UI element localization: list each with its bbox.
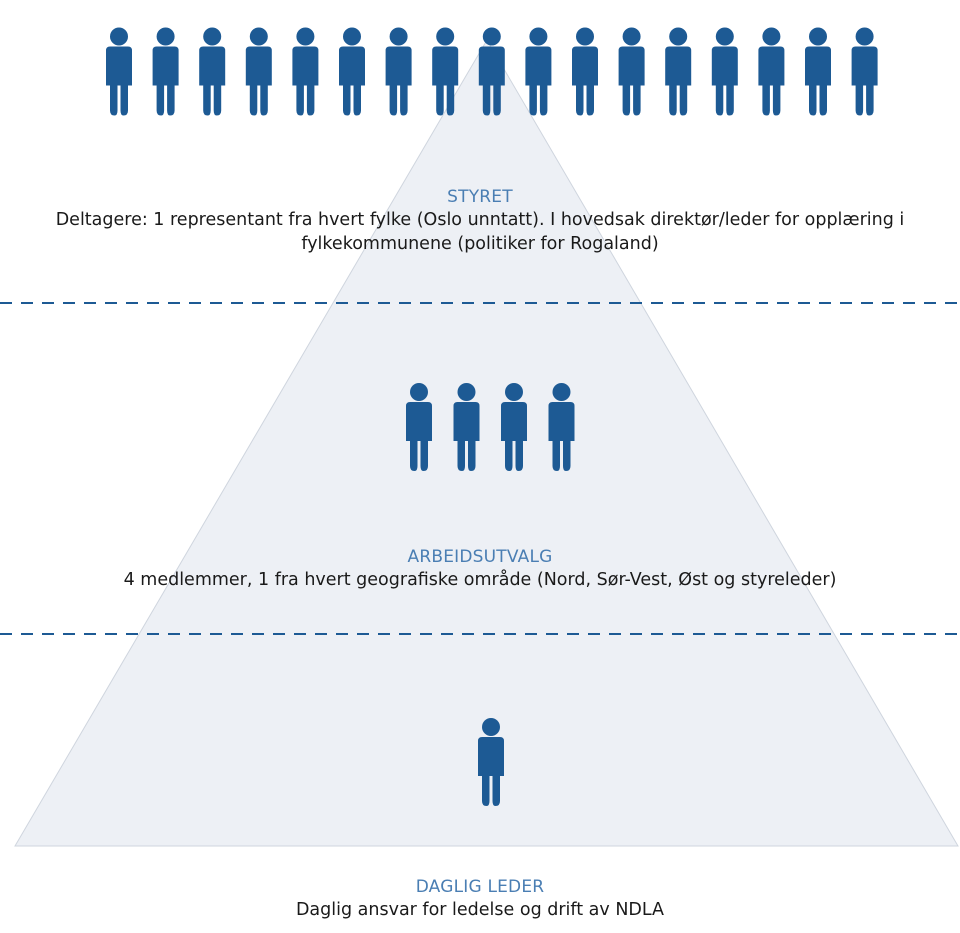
- styret-description: Deltagere: 1 representant fra hvert fylk…: [55, 209, 905, 254]
- person-icon: [525, 27, 552, 116]
- person-icon: [711, 27, 738, 116]
- arbeidsutvalg-description: 4 medlemmer, 1 fra hvert geografiske omr…: [123, 569, 837, 590]
- person-icon: [665, 27, 692, 116]
- person-icon: [758, 27, 785, 116]
- person-icon: [152, 27, 179, 116]
- person-icon: [106, 27, 132, 116]
- person-icon: [618, 27, 645, 116]
- person-icon: [805, 27, 831, 116]
- arbeidsutvalg-title: ARBEIDSUTVALG: [407, 547, 553, 567]
- person-icon: [245, 27, 272, 116]
- arbeidsutvalg-section: ARBEIDSUTVALG 4 medlemmer, 1 fra hvert g…: [0, 546, 960, 593]
- daglig-leder-description: Daglig ansvar for ledelse og drift av ND…: [295, 899, 665, 920]
- person-icon: [199, 27, 226, 116]
- person-icon: [385, 27, 412, 116]
- person-icon: [292, 27, 319, 116]
- styret-section: STYRET Deltagere: 1 representant fra hve…: [0, 186, 960, 256]
- daglig-leder-section: DAGLIG LEDER Daglig ansvar for ledelse o…: [0, 876, 960, 923]
- person-icon: [572, 27, 598, 116]
- daglig-leder-title: DAGLIG LEDER: [415, 877, 545, 897]
- person-icon: [339, 27, 365, 116]
- person-icon: [851, 27, 878, 116]
- pyramid-background: [14, 39, 959, 847]
- styret-title: STYRET: [447, 187, 513, 207]
